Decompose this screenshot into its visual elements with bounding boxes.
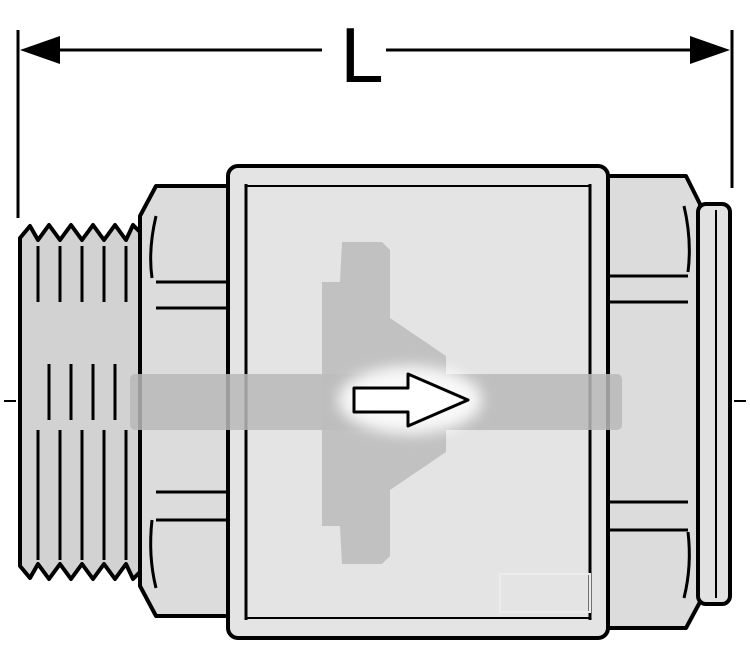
flow-arrow-shape [352, 372, 470, 428]
right-end-face [696, 202, 732, 606]
dimension-line [16, 30, 734, 218]
surface-highlight [499, 573, 591, 613]
left-hex-flat-curve-bottom [149, 519, 158, 589]
left-hex-flat-curve-top [149, 215, 158, 279]
left-hex-edges [156, 280, 228, 522]
thread-body [18, 223, 142, 581]
right-hex-flat-curve-top [682, 205, 691, 273]
thread-crests [36, 246, 128, 560]
right-hex-edges [610, 274, 688, 532]
right-arrow-icon [338, 366, 482, 434]
arrowhead-right-icon [690, 36, 730, 64]
male-thread [18, 223, 142, 581]
right-hex-flat-curve-bottom [682, 531, 691, 599]
right-end-rim [696, 202, 732, 606]
arrowhead-left-icon [20, 36, 60, 64]
dimension-label: L [340, 11, 383, 99]
